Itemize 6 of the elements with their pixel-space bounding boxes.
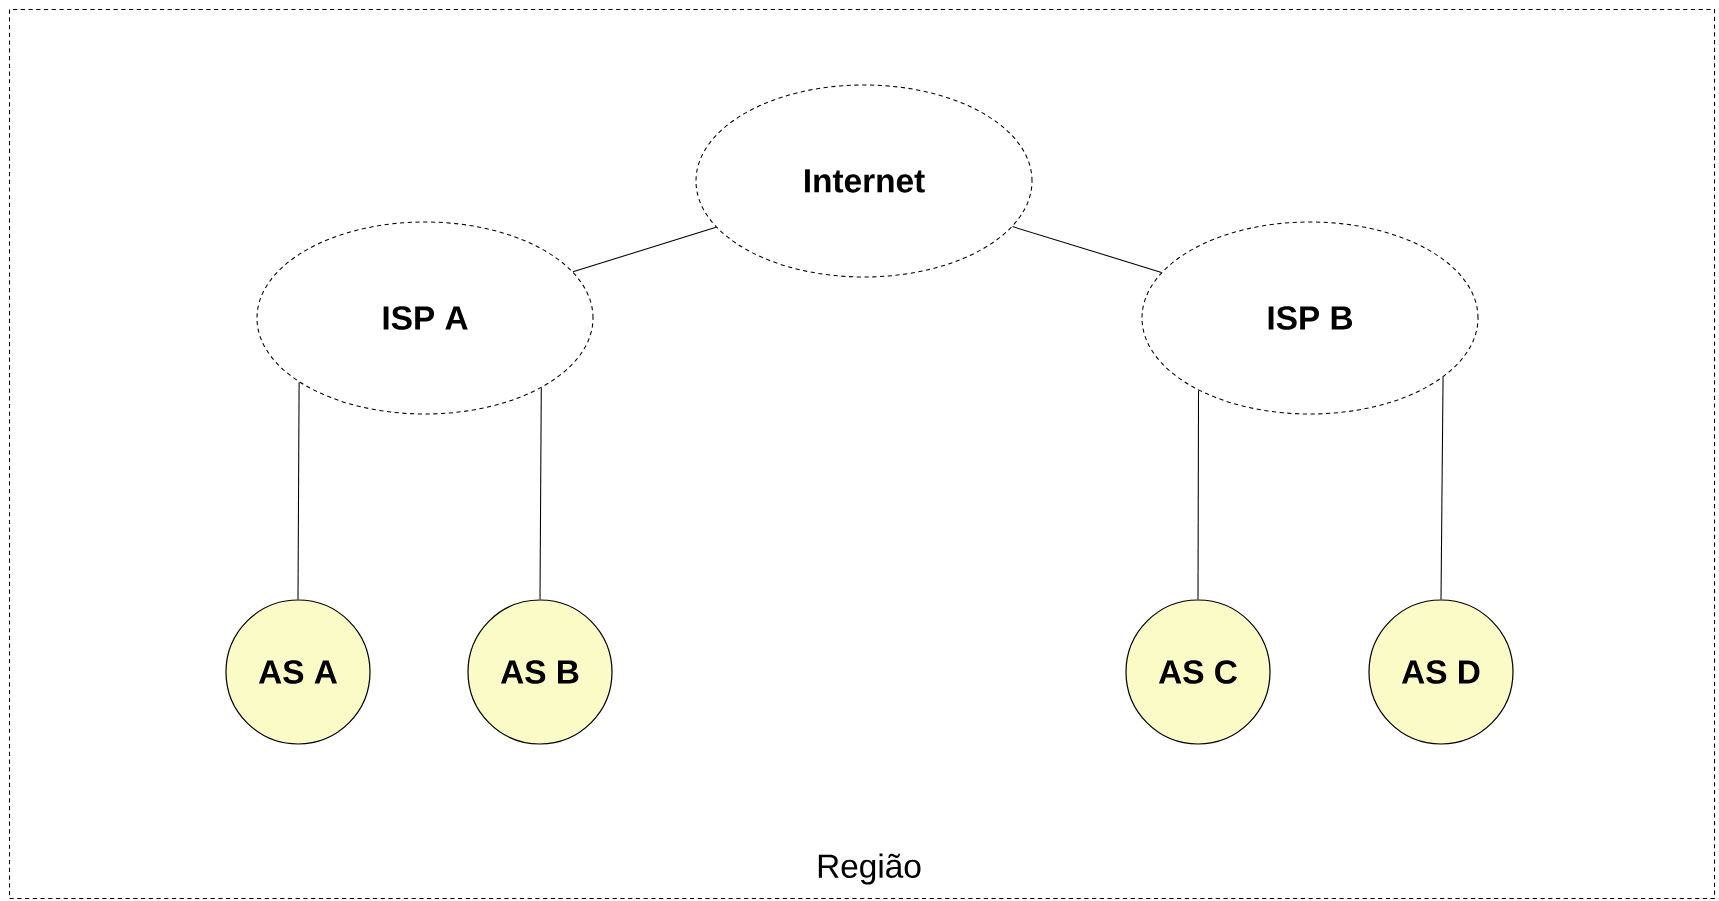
connector-line — [1012, 226, 1163, 273]
connector-line — [1440, 376, 1444, 600]
connector-line — [572, 226, 717, 273]
connector-line — [297, 381, 300, 600]
connector-line — [1197, 389, 1200, 600]
connector-line — [539, 387, 542, 600]
